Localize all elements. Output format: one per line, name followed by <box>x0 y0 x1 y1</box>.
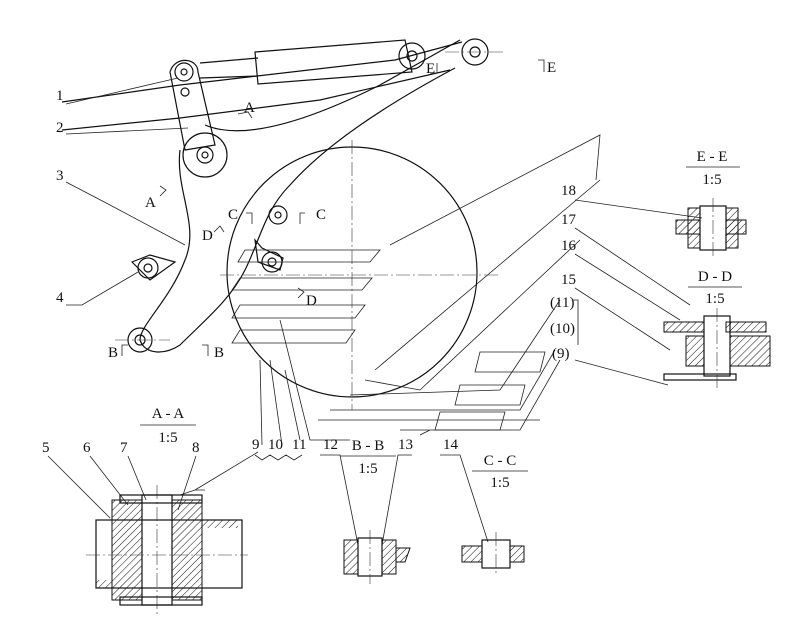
bell-crank <box>115 39 461 353</box>
section-mark-c-right: C <box>316 207 326 223</box>
section-d-d-scale: 1:5 <box>705 291 724 307</box>
upper-lever <box>169 59 216 151</box>
part-label-6: 6 <box>83 440 91 456</box>
section-a-a-scale: 1:5 <box>158 430 177 446</box>
part-label-11-ref: (11) <box>550 295 574 311</box>
section-mark-a-top: A <box>244 100 255 116</box>
boom-arm <box>61 38 505 131</box>
part-label-16: 16 <box>561 238 577 254</box>
part-labels: 1 2 3 4 5 6 7 8 9 10 11 12 13 14 15 16 1… <box>42 77 703 546</box>
part-label-14: 14 <box>443 437 459 453</box>
section-mark-d-top: D <box>202 228 213 244</box>
section-mark-e-left: E <box>426 61 435 77</box>
pin-c <box>268 205 288 225</box>
left-pin-link <box>130 254 177 281</box>
section-b-b-title: B - B <box>352 438 385 454</box>
part-label-9: 9 <box>252 437 260 453</box>
section-d-d-title: D - D <box>698 269 732 285</box>
section-e-e-title: E - E <box>697 149 728 165</box>
part-label-15: 15 <box>561 272 576 288</box>
section-c-c-scale: 1:5 <box>490 475 509 491</box>
part-label-8: 8 <box>192 440 200 456</box>
part-label-10: 10 <box>268 437 283 453</box>
stepped-plates <box>231 249 381 344</box>
part-label-1: 1 <box>56 88 64 104</box>
section-mark-c-left: C <box>228 207 238 223</box>
part-label-12: 12 <box>323 437 338 453</box>
part-label-11: 11 <box>292 437 306 453</box>
leader-fan <box>259 134 601 446</box>
part-label-9-ref: (9) <box>552 346 570 362</box>
section-mark-d-bottom: D <box>306 293 317 309</box>
part-label-3: 3 <box>56 168 64 184</box>
part-label-13: 13 <box>398 437 413 453</box>
part-label-5: 5 <box>42 440 50 456</box>
main-linkage-view <box>61 38 601 446</box>
section-b-b: B - B 1:5 <box>340 438 411 584</box>
part-label-18: 18 <box>561 183 576 199</box>
section-a-a: A - A 1:5 <box>86 406 248 615</box>
part-label-10-ref: (10) <box>550 321 575 337</box>
section-c-c-title: C - C <box>484 453 517 469</box>
part-label-17: 17 <box>561 212 577 228</box>
section-mark-a-bottom: A <box>145 195 156 211</box>
section-c-c: C - C 1:5 <box>461 453 528 576</box>
section-mark-b-left: B <box>108 345 118 361</box>
section-mark-e-right: E <box>547 60 556 76</box>
section-d-d: D - D 1:5 <box>663 269 771 388</box>
section-mark-b-right: B <box>214 345 224 361</box>
section-cut-marks: A A B B C C D D E E <box>108 59 556 361</box>
hydraulic-cylinder <box>199 39 426 85</box>
section-e-e-scale: 1:5 <box>702 172 721 188</box>
part-label-4: 4 <box>56 290 64 306</box>
part-label-7: 7 <box>120 440 128 456</box>
section-b-b-scale: 1:5 <box>358 461 377 477</box>
part-label-2: 2 <box>56 120 64 136</box>
link-d <box>254 238 284 273</box>
section-e-e: E - E 1:5 <box>675 149 747 258</box>
right-plate-boxes <box>434 351 546 431</box>
section-a-a-title: A - A <box>152 406 185 422</box>
